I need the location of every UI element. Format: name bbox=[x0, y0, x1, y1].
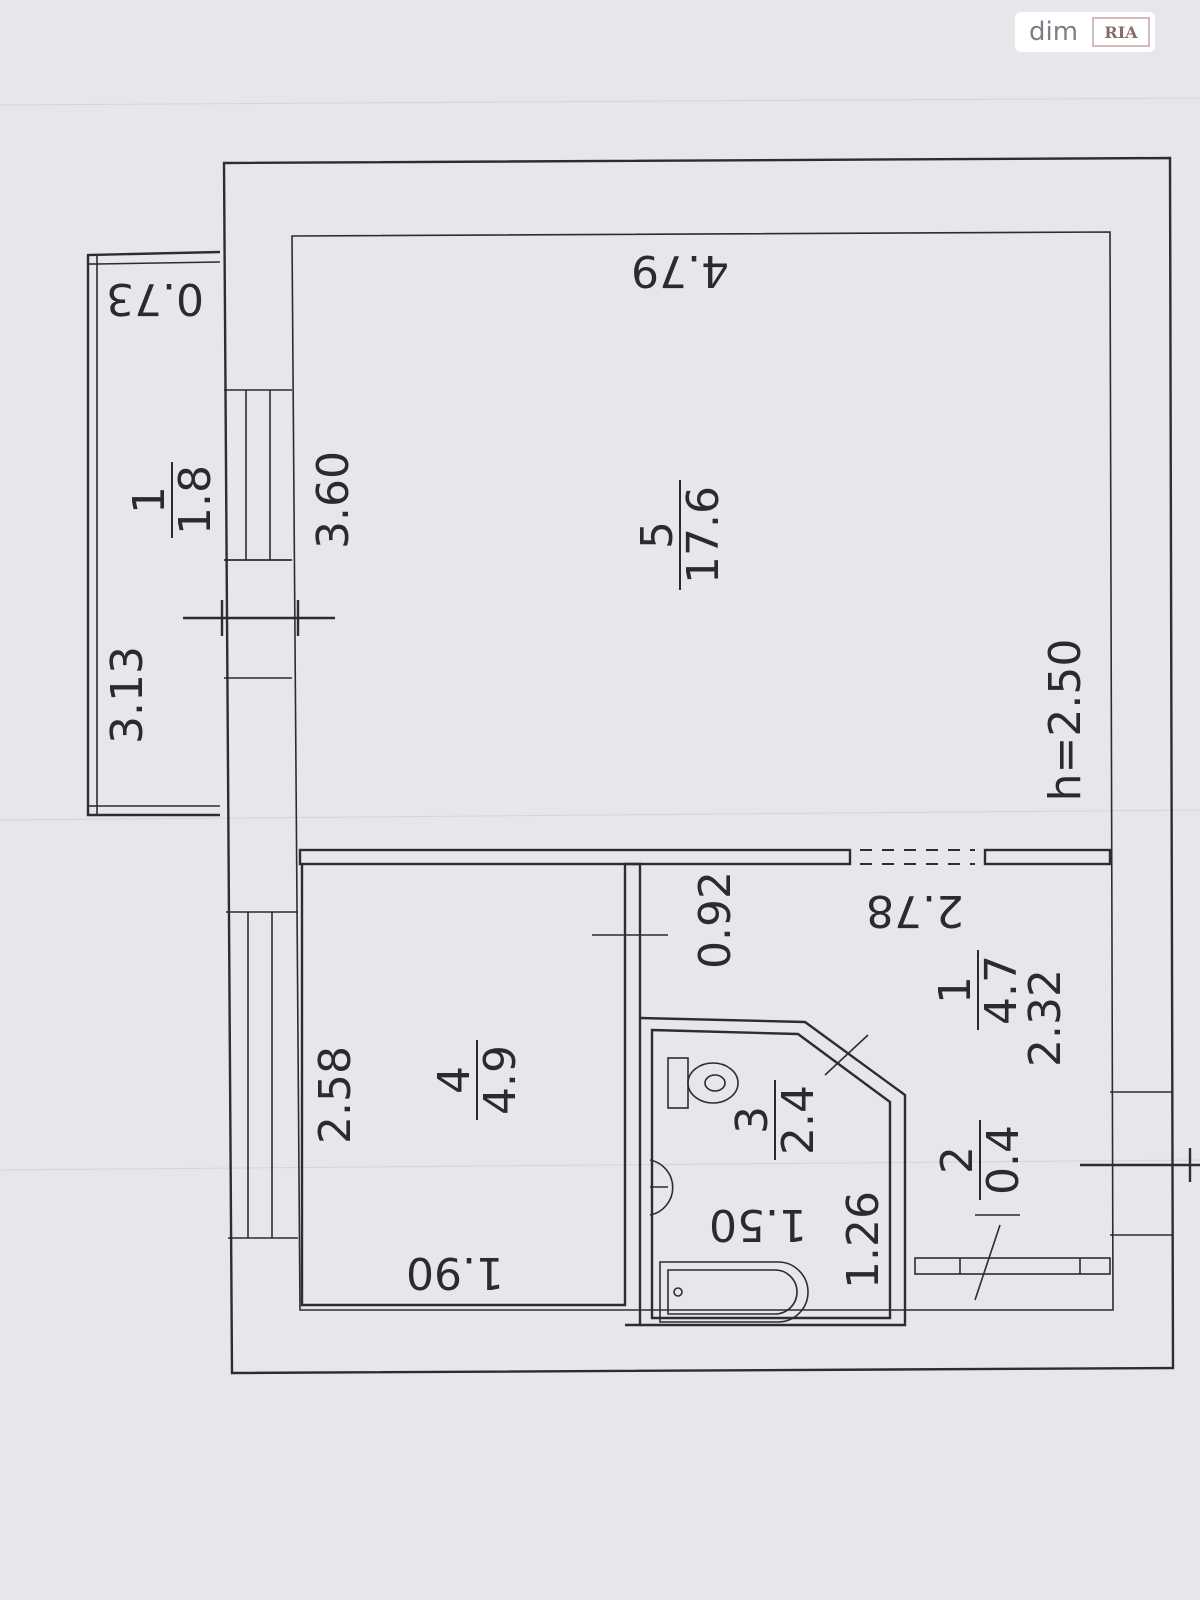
room-label-bathroom: 3 2.4 bbox=[727, 1080, 824, 1160]
watermark-brand: dim bbox=[1029, 17, 1079, 47]
svg-text:1.8: 1.8 bbox=[170, 465, 221, 535]
dim-bath-width: 1.50 bbox=[709, 1199, 807, 1250]
balcony-outline bbox=[86, 250, 221, 817]
dimension-ticks bbox=[592, 934, 1020, 1301]
sink-icon bbox=[649, 1159, 674, 1216]
dim-kitchen-length: 2.58 bbox=[310, 1046, 361, 1144]
svg-text:2: 2 bbox=[932, 1146, 983, 1174]
paper-texture bbox=[0, 97, 1200, 1171]
svg-text:4.7: 4.7 bbox=[976, 955, 1027, 1025]
svg-text:1: 1 bbox=[124, 486, 175, 514]
svg-text:0.4: 0.4 bbox=[978, 1125, 1029, 1195]
room-label-balcony: 1 1.8 bbox=[124, 462, 221, 538]
bathroom-walls bbox=[639, 1016, 907, 1327]
kitchen-walls bbox=[300, 862, 642, 1327]
ria-logo-icon: RIA bbox=[1092, 17, 1150, 47]
dim-hall-length: 2.32 bbox=[1020, 969, 1071, 1067]
dim-living-width: 4.79 bbox=[631, 245, 729, 296]
svg-text:17.6: 17.6 bbox=[678, 486, 729, 584]
dim-balcony-width: 0.73 bbox=[106, 273, 204, 324]
svg-text:RIA: RIA bbox=[1104, 23, 1138, 42]
toilet-icon bbox=[667, 1057, 739, 1109]
dim-corridor-width: 0.92 bbox=[690, 871, 741, 969]
window-living bbox=[224, 389, 292, 561]
dim-ria-watermark[interactable]: dim RIA bbox=[1015, 12, 1155, 52]
dim-bath-length: 1.26 bbox=[838, 1191, 889, 1289]
dim-ceiling-height: h=2.50 bbox=[1040, 639, 1091, 802]
svg-text:4.9: 4.9 bbox=[475, 1045, 526, 1115]
svg-text:5: 5 bbox=[632, 521, 683, 549]
entrance-door bbox=[1080, 1091, 1200, 1236]
dim-balcony-length: 3.13 bbox=[102, 646, 153, 744]
window-kitchen bbox=[226, 911, 298, 1239]
svg-text:3: 3 bbox=[727, 1106, 778, 1134]
dim-kitchen-width: 1.90 bbox=[406, 1247, 504, 1298]
partition-wall bbox=[298, 848, 1112, 866]
closet-wall bbox=[914, 1257, 1111, 1275]
room-label-hallway: 1 4.7 bbox=[930, 950, 1027, 1030]
room-label-kitchen: 4 4.9 bbox=[429, 1040, 526, 1120]
room-label-living-room: 5 17.6 bbox=[632, 480, 729, 590]
dim-hall-width: 2.78 bbox=[866, 885, 964, 936]
balcony-door bbox=[183, 559, 335, 679]
dim-living-length: 3.60 bbox=[308, 451, 359, 549]
room-label-closet: 2 0.4 bbox=[932, 1120, 1029, 1200]
svg-text:1: 1 bbox=[930, 976, 981, 1004]
outer-walls bbox=[222, 156, 1175, 1375]
svg-text:4: 4 bbox=[429, 1066, 480, 1094]
bathtub-icon bbox=[659, 1261, 809, 1323]
svg-text:2.4: 2.4 bbox=[773, 1085, 824, 1155]
